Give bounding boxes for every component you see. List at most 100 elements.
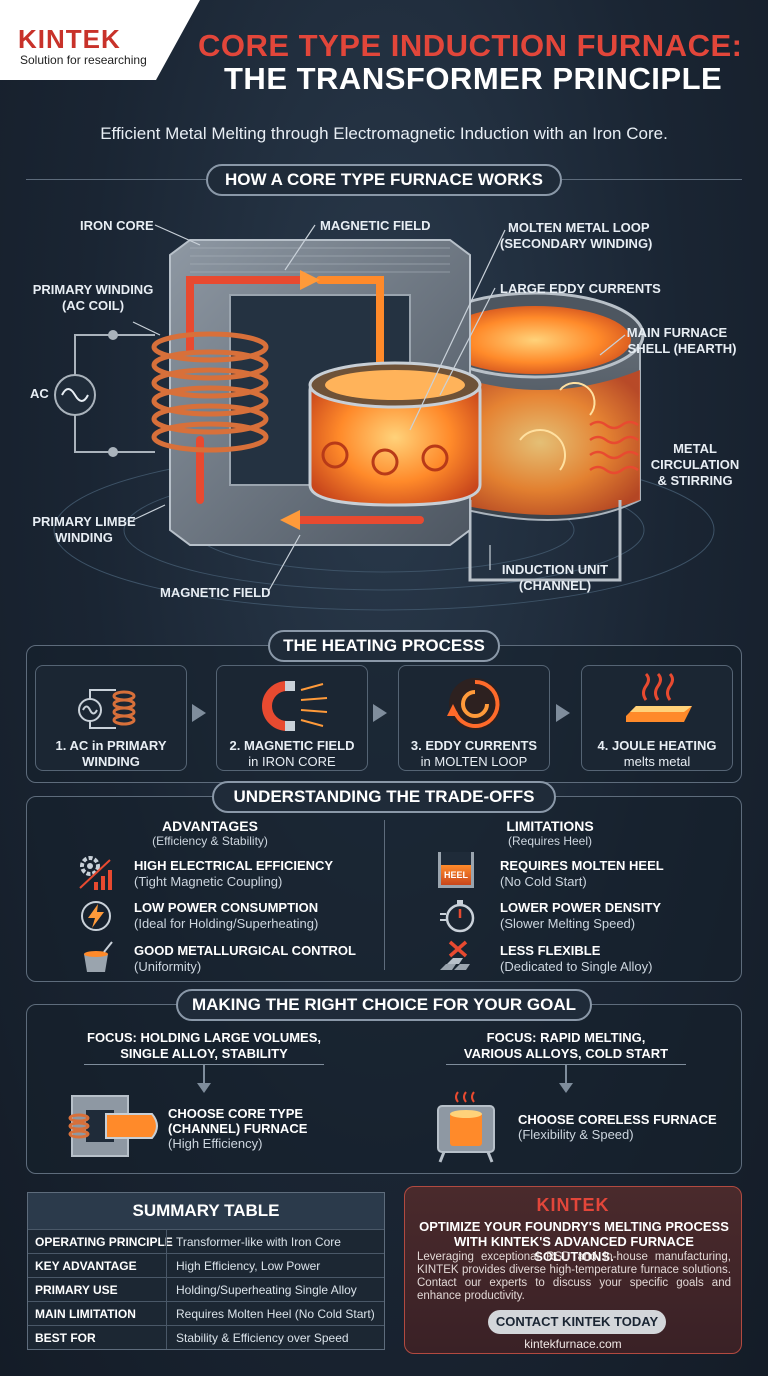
advantage-item-control: GOOD METALLURGICAL CONTROL(Uniformity) — [134, 943, 356, 974]
label-main-furnace: MAIN FURNACE — [626, 325, 728, 340]
step-label: 1. AC in PRIMARY — [55, 738, 167, 753]
eddy-current-swirls — [321, 441, 449, 476]
advantage-item-efficiency: HIGH ELECTRICAL EFFICIENCY(Tight Magneti… — [134, 858, 334, 889]
magnetic-field-arrows — [186, 276, 424, 524]
arrow-right-icon — [373, 704, 387, 722]
eddy-swirl-icon — [447, 678, 501, 730]
step-label-line2: in IRON CORE — [248, 754, 336, 769]
contact-button[interactable]: CONTACT KINTEK TODAY — [488, 1310, 666, 1334]
label-eddy-currents: LARGE EDDY CURRENTS — [500, 281, 661, 296]
arrow-down-icon — [197, 1083, 211, 1093]
advantage-item-power: LOW POWER CONSUMPTION(Ideal for Holding/… — [134, 900, 319, 931]
molten-bar-icon — [626, 672, 692, 722]
choose-coreless: CHOOSE CORELESS FURNACE(Flexibility & Sp… — [518, 1112, 717, 1142]
heel-label: HEEL — [443, 870, 468, 880]
section-title-heating: THE HEATING PROCESS — [268, 630, 500, 662]
label-primary-winding: PRIMARY WINDING — [32, 282, 154, 297]
divider — [84, 1064, 324, 1065]
brand-tagline: Solution for researching — [20, 53, 147, 67]
circulation-arrows — [519, 381, 596, 471]
label-induction-unit: INDUCTION UNIT — [501, 562, 609, 577]
ingots-x-icon — [440, 940, 470, 970]
primary-coil — [151, 331, 269, 453]
step-label-line2: in MOLTEN LOOP — [420, 754, 528, 769]
core-furnace-icon — [68, 1095, 158, 1157]
cta-logo: KINTEK — [536, 1195, 610, 1215]
choose-core-type: CHOOSE CORE TYPE(CHANNEL) FURNACE(High E… — [168, 1106, 308, 1151]
ladle-icon — [84, 941, 113, 972]
stopwatch-icon — [440, 900, 475, 933]
cta-url[interactable]: kintekfurnace.com — [524, 1337, 622, 1351]
label-circulation: CIRCULATION — [650, 457, 740, 472]
label-channel: (CHANNEL) — [518, 578, 592, 593]
summary-title: SUMMARY TABLE — [28, 1193, 384, 1229]
choice-panel — [26, 1004, 742, 1174]
label-shell-hearth: SHELL (HEARTH) — [627, 341, 737, 356]
divider — [26, 179, 206, 180]
step-label: 2. MAGNETIC FIELD — [229, 738, 355, 753]
arrow-right-icon — [192, 704, 206, 722]
focus-right-line2: VARIOUS ALLOYS, COLD START — [463, 1046, 669, 1061]
magnet-icon — [262, 681, 328, 731]
heel-container-icon: HEEL — [438, 852, 474, 888]
arrow-right-icon — [556, 704, 570, 722]
ac-circuit — [54, 330, 155, 457]
limitations-title: LIMITATIONS — [506, 818, 594, 834]
section-title-choice: MAKING THE RIGHT CHOICE FOR YOUR GOAL — [176, 989, 592, 1021]
arrow-down-shaft — [203, 1065, 205, 1083]
heat-waves — [589, 420, 639, 475]
section-title-tradeoffs: UNDERSTANDING THE TRADE-OFFS — [212, 781, 556, 813]
divider — [384, 820, 385, 970]
label-primary-limbe: PRIMARY LIMBE — [32, 514, 136, 529]
focus-left-line1: FOCUS: HOLDING LARGE VOLUMES, — [87, 1030, 321, 1045]
advantages-subtitle: (Efficiency & Stability) — [152, 834, 268, 848]
page-title-line1: CORE TYPE INDUCTION FURNACE: — [198, 28, 743, 63]
cta-body: Leveraging exceptional RSD and in-house … — [417, 1251, 731, 1302]
step-label: 4. JOULE HEATING — [597, 738, 717, 753]
focus-left-line2: SINGLE ALLOY, STABILITY — [120, 1046, 288, 1061]
page-title-line2: THE TRANSFORMER PRINCIPLE — [224, 61, 723, 96]
arrow-down-shaft — [565, 1065, 567, 1083]
label-iron-core: IRON CORE — [80, 218, 154, 233]
step-label: 3. EDDY CURRENTS — [410, 738, 538, 753]
label-secondary-winding: (SECONDARY WINDING) — [500, 236, 653, 251]
limitation-item-density: LOWER POWER DENSITY(Slower Melting Speed… — [500, 900, 662, 931]
molten-metal-loop — [308, 361, 482, 507]
page-subtitle: Efficient Metal Melting through Electrom… — [100, 124, 668, 143]
arrow-down-icon — [559, 1083, 573, 1093]
coreless-furnace-icon — [437, 1091, 495, 1163]
induction-channel — [468, 500, 622, 582]
step-label-line2: WINDING — [82, 754, 140, 769]
section-title-how: HOW A CORE TYPE FURNACE WORKS — [206, 164, 562, 196]
furnace-diagram — [53, 224, 715, 611]
ac-coil-icon — [78, 689, 136, 729]
brand-logo: KINTEK — [18, 24, 121, 54]
gear-efficiency-icon — [79, 856, 112, 890]
leader-lines — [132, 224, 626, 593]
label-magnetic-field-bottom: MAGNETIC FIELD — [160, 585, 271, 600]
step-label-line2: melts metal — [623, 754, 691, 769]
focus-right-line1: FOCUS: RAPID MELTING, — [486, 1030, 646, 1045]
divider — [446, 1064, 686, 1065]
divider — [562, 179, 742, 180]
advantages-title: ADVANTAGES — [162, 818, 258, 834]
power-bolt-icon — [81, 901, 111, 931]
label-ac: AC — [30, 386, 49, 401]
label-molten-loop: MOLTEN METAL LOOP — [508, 220, 650, 235]
limitation-item-heel: REQUIRES MOLTEN HEEL(No Cold Start) — [500, 858, 664, 889]
label-magnetic-field-top: MAGNETIC FIELD — [320, 218, 431, 233]
label-limbe-winding: WINDING — [55, 530, 113, 545]
limitation-item-flexible: LESS FLEXIBLE(Dedicated to Single Alloy) — [500, 943, 653, 974]
label-metal: METAL — [673, 441, 717, 456]
